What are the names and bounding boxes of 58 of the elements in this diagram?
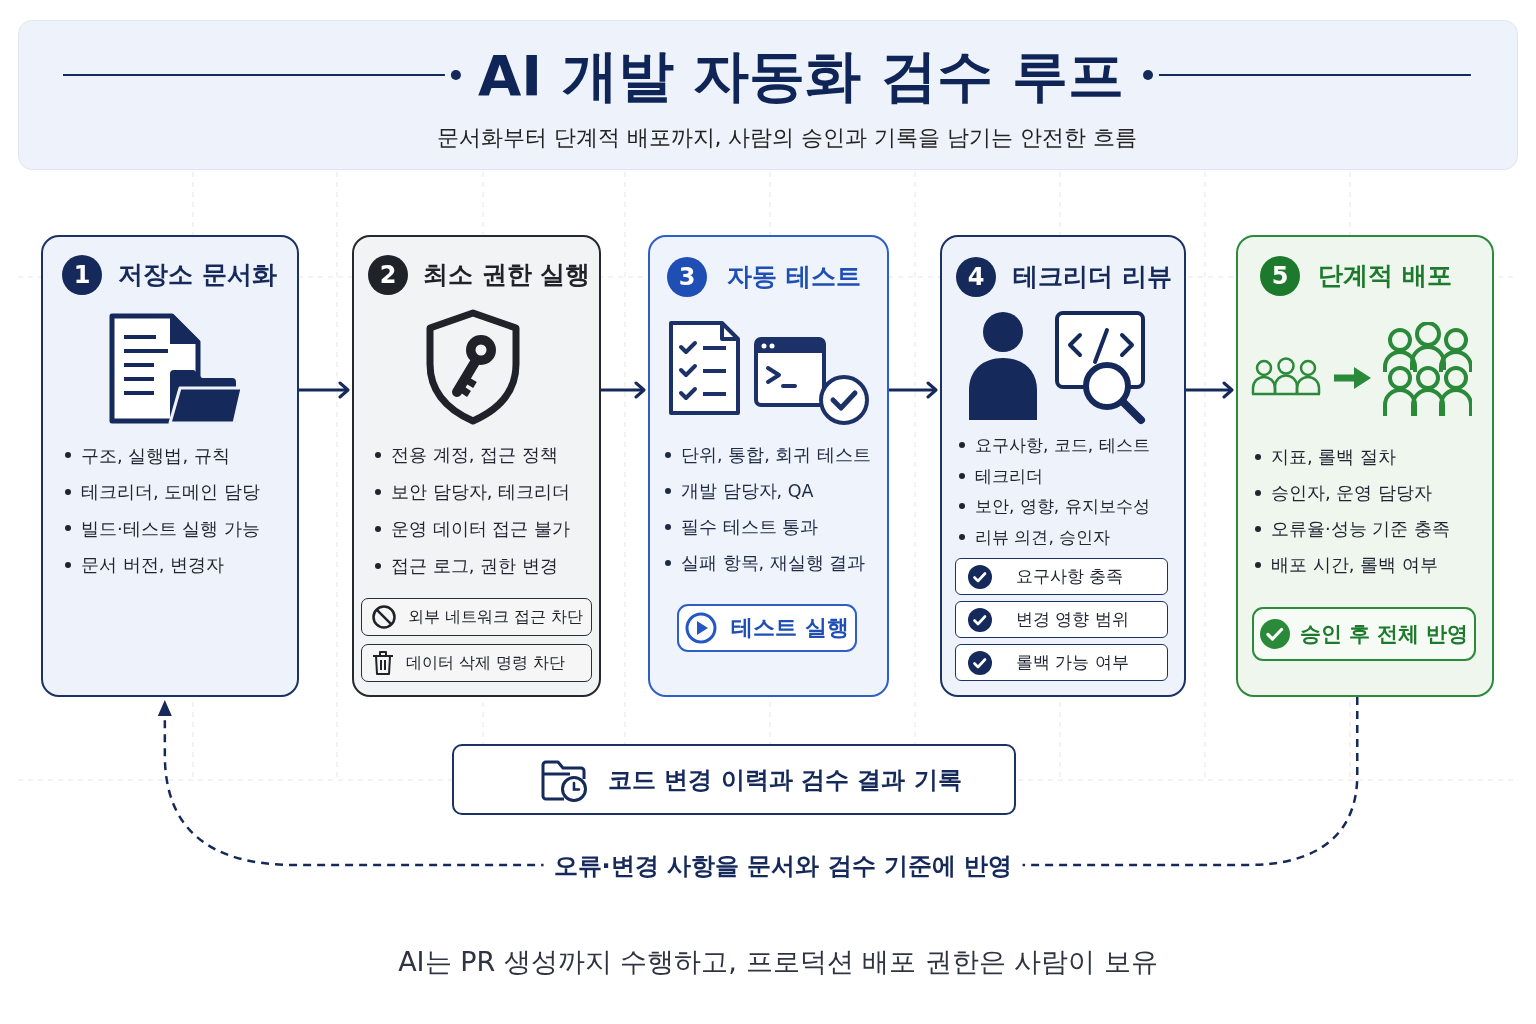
bullet-text: 승인자, 운영 담당자 <box>1271 481 1433 505</box>
step-title: 최소 권한 실행 <box>423 259 591 291</box>
step-number: 3 <box>667 257 707 297</box>
bullet-text: 빌드·테스트 실행 가능 <box>81 516 261 540</box>
checklist-item <box>955 601 1168 638</box>
bullet-text: 실패 항목, 재실행 결과 <box>681 551 866 575</box>
bullet-text: 보안, 영향, 유지보수성 <box>975 495 1150 518</box>
status-text: 승인 후 전체 반영 <box>1299 621 1469 648</box>
restriction-text: 외부 네트워크 접근 차단 <box>408 606 584 628</box>
bullet-text: 운영 데이터 접근 불가 <box>391 516 571 541</box>
step-title: 자동 테스트 <box>727 261 861 293</box>
step-card <box>940 235 1186 697</box>
checklist-item <box>955 644 1168 681</box>
bullet-text: 요구사항, 코드, 테스트 <box>975 434 1150 457</box>
flow-arrow <box>299 381 350 399</box>
diagram-title: AI 개발 자동화 검수 루프 <box>477 43 1125 109</box>
step-title: 저장소 문서화 <box>118 259 277 291</box>
record-box <box>452 744 1016 815</box>
bullet-text: 필수 테스트 통과 <box>681 515 819 539</box>
step-card <box>648 235 889 697</box>
step-number: 4 <box>956 257 996 297</box>
run-tests-button: 테스트 실행 <box>677 604 857 652</box>
step-card <box>352 235 601 697</box>
checklist-text: 요구사항 충족 <box>1016 565 1124 588</box>
step-title: 단계적 배포 <box>1318 260 1452 292</box>
footer-caption: AI는 PR 생성까지 수행하고, 프로덕션 배포 권한은 사람이 보유 <box>398 945 1158 979</box>
dashed-feedback-arrow <box>157 697 1359 867</box>
bullet-text: 오류율·성능 기준 충족 <box>1271 517 1451 541</box>
step-number: 1 <box>62 255 102 295</box>
flow-arrow <box>601 381 646 399</box>
checklist-text: 롤백 가능 여부 <box>1016 651 1129 674</box>
bullet-text: 전용 계정, 접근 정책 <box>391 442 558 467</box>
bullet-text: 접근 로그, 권한 변경 <box>391 553 558 578</box>
subtitle: 문서화부터 단계적 배포까지, 사람의 승인과 기록을 남기는 안전한 흐름 <box>436 124 1138 152</box>
restriction-item <box>361 598 592 636</box>
approval-status-box <box>1252 607 1476 661</box>
flow-arrow <box>1186 381 1234 399</box>
bullet-text: 문서 버전, 변경자 <box>81 553 225 577</box>
bullet-text: 단위, 통합, 회귀 테스트 <box>681 443 871 467</box>
step-title: 테크리더 리뷰 <box>1013 261 1172 293</box>
step-number: 2 <box>368 255 408 295</box>
bullet-text: 보안 담당자, 테크리더 <box>391 479 571 504</box>
flow-arrow <box>889 381 938 399</box>
record-text: 코드 변경 이력과 검수 결과 기록 <box>608 764 962 796</box>
bullet-text: 배포 시간, 롤백 여부 <box>1271 553 1438 577</box>
step-number: 5 <box>1260 256 1300 296</box>
bullet-text: 구조, 실행법, 규칙 <box>81 443 230 467</box>
restriction-item <box>361 644 592 682</box>
checklist-text: 변경 영향 범위 <box>1016 608 1129 631</box>
bullet-text: 테크리더, 도메인 담당 <box>81 480 261 504</box>
bullet-text: 리뷰 의견, 승인자 <box>975 525 1111 548</box>
bullet-text: 개발 담당자, QA <box>681 479 814 503</box>
step-card <box>1236 235 1494 697</box>
bullet-text: 테크리더 <box>975 464 1043 487</box>
step-card <box>41 235 299 697</box>
restriction-text: 데이터 삭제 명령 차단 <box>406 652 566 674</box>
bullet-text: 지표, 롤백 절차 <box>1271 445 1397 469</box>
checklist-item <box>955 558 1168 595</box>
